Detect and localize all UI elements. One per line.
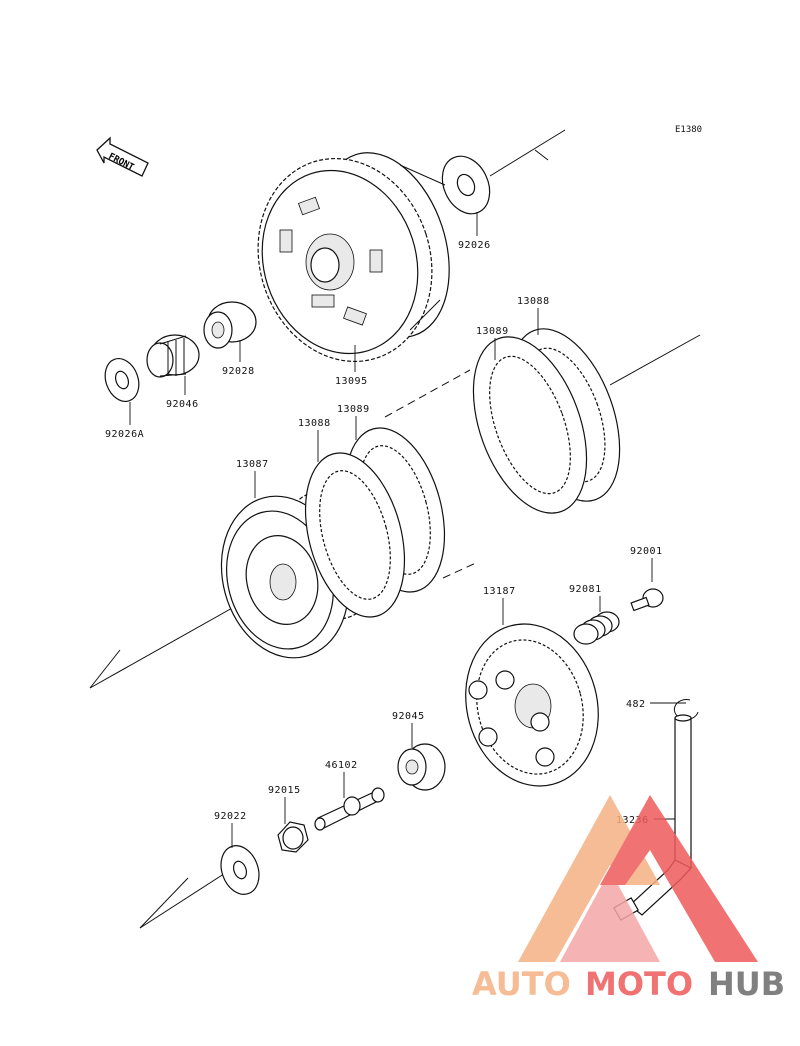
label-92026A: 92026A (105, 429, 144, 440)
label-92028: 92028 (222, 366, 255, 377)
circlip-482 (673, 699, 699, 720)
logo-text-hub: HUB (708, 965, 785, 1003)
front-arrow-icon: FRONT (96, 136, 149, 177)
part-labels: 92026 92028 92046 92026A 13095 13088 130… (105, 212, 686, 848)
axis-lines (89, 129, 701, 929)
collar-92028 (203, 301, 257, 349)
label-13095: 13095 (335, 376, 368, 387)
label-92001: 92001 (630, 546, 663, 557)
logo-text-auto: AUTO (472, 965, 571, 1003)
clutch-plates-mid (304, 427, 446, 618)
label-13087: 13087 (236, 459, 269, 470)
label-13089-top: 13089 (476, 326, 509, 337)
push-rod-46102 (314, 787, 385, 831)
label-92022: 92022 (214, 811, 247, 822)
label-92026: 92026 (458, 240, 491, 251)
washer-92026 (441, 155, 491, 215)
label-92015: 92015 (268, 785, 301, 796)
label-13088-top: 13088 (517, 296, 550, 307)
label-92081: 92081 (569, 584, 602, 595)
label-92046: 92046 (166, 399, 199, 410)
label-46102: 46102 (325, 760, 358, 771)
label-13089-mid: 13089 (337, 404, 370, 415)
spring-92081 (573, 611, 620, 645)
label-13088-mid: 13088 (298, 418, 331, 429)
logo-text-moto: MOTO (585, 965, 693, 1003)
label-92045: 92045 (392, 711, 425, 722)
automotohub-logo: AUTO MOTO HUB (472, 795, 785, 1003)
clutch-plates-top (472, 328, 621, 514)
washer-92022 (220, 845, 260, 895)
label-482: 482 (626, 699, 646, 710)
label-13187: 13187 (483, 586, 516, 597)
bolt-92001 (630, 588, 664, 612)
label-13236: 13236 (616, 815, 649, 826)
washer-92026A (104, 358, 140, 402)
needle-bearing-92046 (146, 334, 200, 378)
bearing-92045 (397, 743, 446, 791)
clutch-housing-13095 (257, 152, 450, 363)
nut-92015 (277, 821, 309, 853)
ref-code: E1380 (675, 125, 702, 135)
pressure-plate-13187 (465, 623, 599, 787)
